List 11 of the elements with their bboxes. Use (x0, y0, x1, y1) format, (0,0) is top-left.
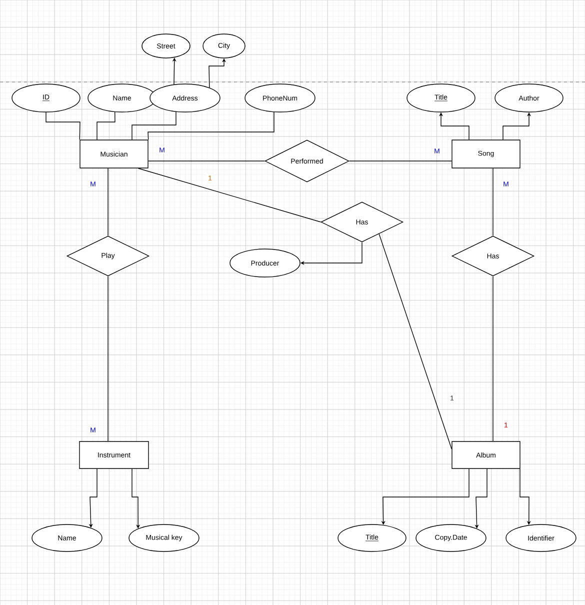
connector-line (96, 112, 116, 140)
connector-line (492, 276, 494, 442)
connector-line (349, 160, 452, 162)
arrow (520, 468, 531, 525)
connector-line (132, 112, 176, 140)
connector-line (148, 112, 274, 140)
connector-line (492, 168, 494, 236)
connector-line (138, 168, 321, 222)
connector-line (148, 160, 265, 162)
connector-line (378, 234, 452, 450)
connector-line (46, 112, 80, 140)
